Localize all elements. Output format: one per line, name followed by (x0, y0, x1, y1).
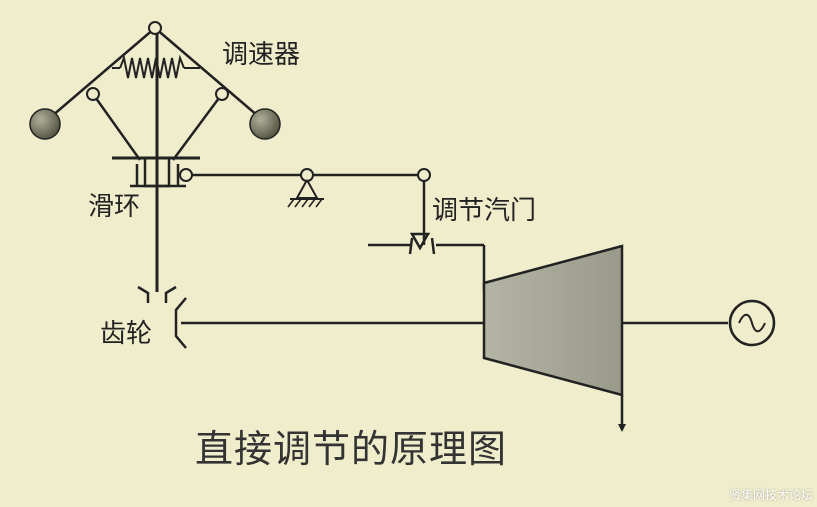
valve-seat-right (430, 237, 436, 255)
valve-stem-pin (417, 168, 431, 182)
top-pivot-pin (148, 21, 162, 35)
slip-ring-label: 滑环 (88, 192, 141, 222)
bevel-gear-top-left (137, 285, 150, 303)
left-arm-pin (86, 87, 100, 101)
slip-ring-pin (179, 168, 193, 182)
ground-hatch (287, 198, 323, 208)
left-flyball (29, 108, 61, 140)
right-arm-pin (215, 87, 229, 101)
governor-left-lower-link (91, 93, 142, 161)
watermark-text: 贤集网技术论坛 (728, 488, 813, 502)
governor-left-upper-arm (44, 27, 156, 123)
gear-label: 齿轮 (100, 319, 153, 349)
valve-seat-left (408, 237, 414, 255)
governor-right-upper-arm (154, 27, 266, 123)
lever-pivot-pin (300, 168, 314, 182)
right-flyball (249, 108, 281, 140)
sine-wave-icon (738, 313, 766, 333)
exhaust-arrow-icon (618, 424, 626, 432)
control-valve-body (409, 232, 431, 251)
governor-label: 调速器 (222, 40, 301, 70)
governor-right-lower-link (171, 93, 224, 161)
fixed-pivot-icon (295, 179, 319, 199)
bevel-gear-top-right (164, 285, 177, 303)
governor-spring (119, 54, 185, 79)
control-valve-label: 调节汽门 (432, 196, 537, 226)
bevel-gear-shaft-side (174, 297, 187, 349)
diagram-title: 直接调节的原理图 (195, 427, 508, 471)
turbine (482, 244, 624, 397)
